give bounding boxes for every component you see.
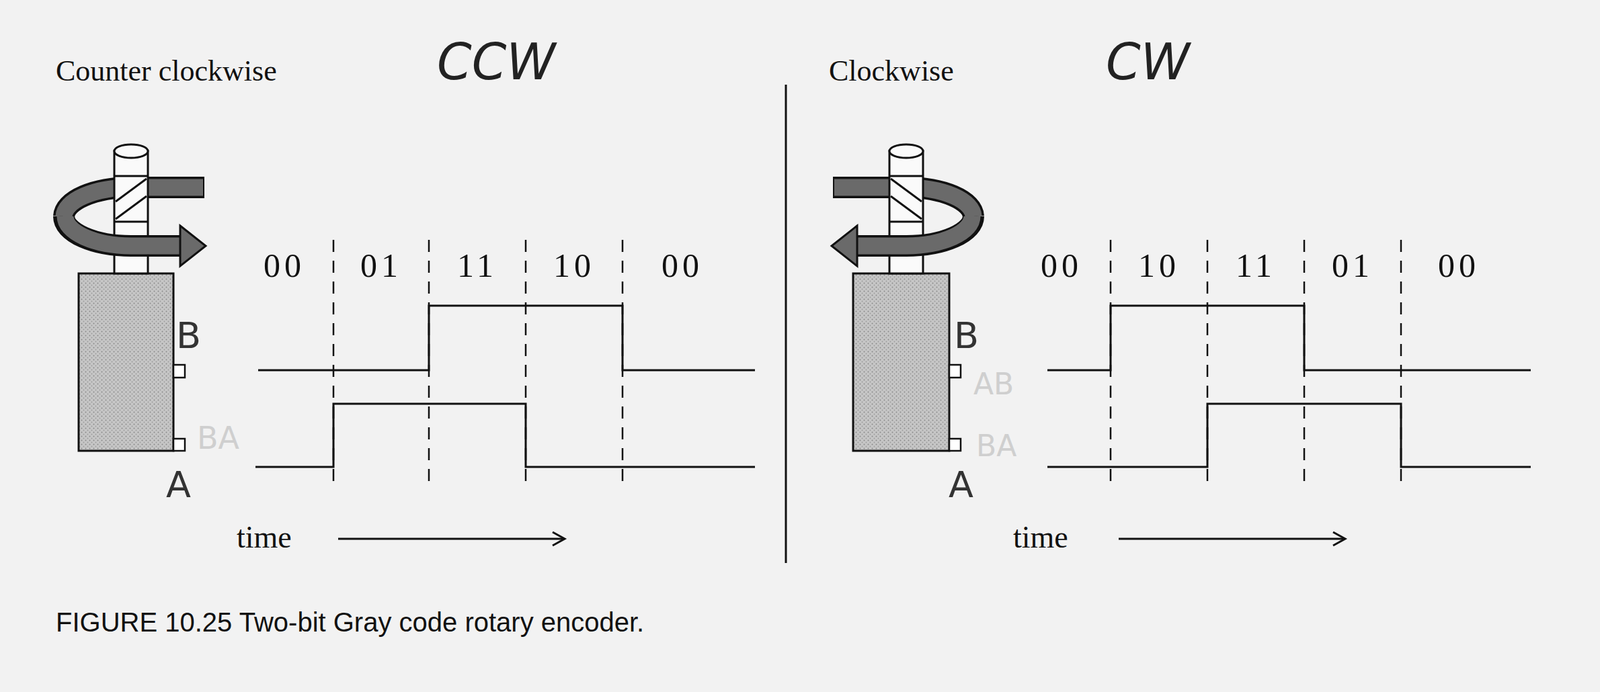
- gray-code-state: 11: [1235, 248, 1276, 283]
- signal-name: A: [948, 467, 974, 504]
- signal-name: A: [166, 467, 191, 504]
- signal-name: B: [176, 317, 202, 355]
- signal-name: B: [953, 317, 979, 355]
- panel-heading: Clockwise: [828, 56, 954, 87]
- gray-code-state: 00: [1437, 248, 1480, 283]
- faint-signal-name: BA: [196, 422, 240, 454]
- encoder-housing: [78, 273, 185, 452]
- panel-heading: Counter clockwise: [55, 56, 277, 87]
- handwritten-note: CCW: [436, 36, 556, 87]
- gray-code-state: 01: [360, 248, 403, 283]
- shaft-rotation-arrow: [63, 144, 206, 274]
- handwritten-note: CW: [1105, 36, 1190, 87]
- time-label: time: [236, 522, 292, 554]
- gray-code-state: 01: [1331, 248, 1374, 283]
- gray-code-state: 00: [661, 248, 704, 283]
- faint-signal-name: AB: [973, 369, 1014, 400]
- time-arrow: [338, 532, 1346, 546]
- state-boundary: [333, 240, 1402, 485]
- faint-signal-name: BA: [976, 431, 1017, 462]
- gray-code-state: 00: [263, 248, 306, 283]
- signal-waveform: [255, 305, 1531, 468]
- gray-code-state: 00: [1040, 248, 1083, 283]
- time-label: time: [1013, 522, 1069, 554]
- shaft-rotation-arrow: [831, 144, 974, 274]
- panel-divider: [785, 84, 788, 564]
- gray-code-state: 10: [553, 248, 595, 283]
- gray-code-state: 10: [1138, 248, 1180, 283]
- figure-caption: FIGURE 10.25 Two-bit Gray code rotary en…: [55, 609, 645, 636]
- gray-code-state: 11: [457, 248, 498, 283]
- encoder-housing: [853, 273, 961, 452]
